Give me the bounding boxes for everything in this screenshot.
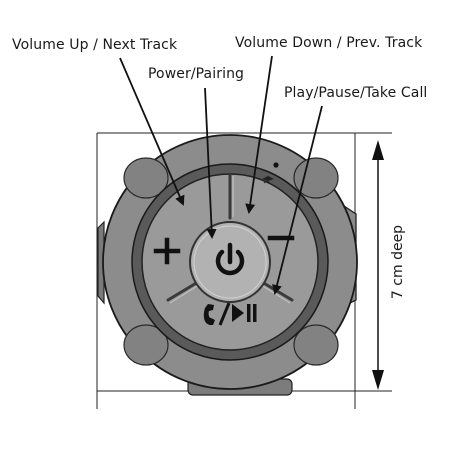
phone-icon[interactable] bbox=[203, 304, 215, 325]
pointer-arrows bbox=[119, 55, 323, 295]
power-pairing-label: Power/Pairing bbox=[148, 66, 245, 82]
slash-divider bbox=[218, 302, 231, 326]
arrow-volume-down bbox=[245, 55, 273, 214]
volume-up-next-track-label: Volume Up / Next Track bbox=[12, 37, 178, 53]
led-indicator-icon bbox=[262, 162, 279, 184]
depth-label: 7 cm deep bbox=[390, 224, 406, 300]
arrow-volume-up bbox=[119, 57, 185, 206]
play-pause-take-call-label: Play/Pause/Take Call bbox=[284, 85, 428, 101]
plus-icon[interactable] bbox=[153, 237, 181, 265]
play-pause-icon[interactable] bbox=[232, 304, 257, 322]
depth-arrow bbox=[372, 140, 384, 390]
arrow-play-pause bbox=[272, 105, 323, 295]
housing-lobes bbox=[123, 157, 339, 366]
arrow-power bbox=[204, 87, 217, 239]
dimension-lines bbox=[96, 132, 392, 409]
power-icon bbox=[215, 242, 245, 276]
volume-down-prev-track-label: Volume Down / Prev. Track bbox=[235, 35, 423, 51]
